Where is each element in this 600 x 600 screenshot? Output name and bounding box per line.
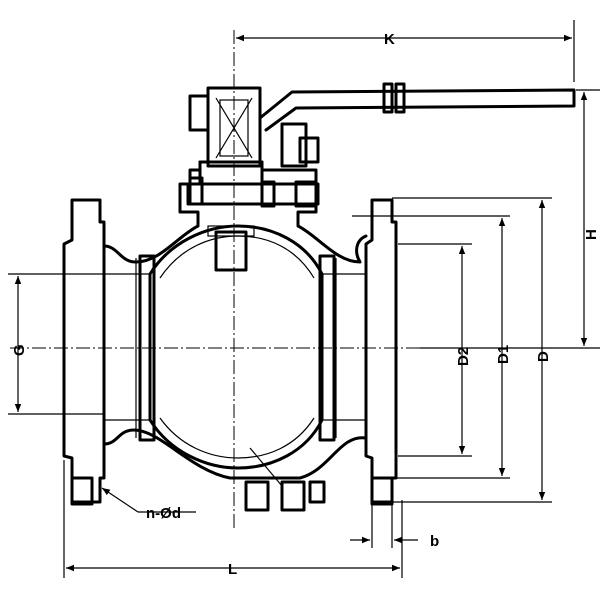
label-d1: D1 <box>495 345 512 364</box>
gland-flange <box>186 182 320 206</box>
label-g: G <box>11 344 28 356</box>
label-bolt-holes: n-Ød <box>146 505 181 522</box>
label-b: b <box>430 533 439 550</box>
label-d2: D2 <box>455 347 472 366</box>
right-flange <box>364 198 398 504</box>
label-d: D <box>535 351 552 362</box>
bolt-hole-leader <box>101 487 139 513</box>
label-h: H <box>583 229 600 240</box>
left-flange <box>62 198 106 504</box>
label-k: K <box>384 31 395 48</box>
label-l: L <box>228 561 237 578</box>
stem <box>214 230 248 272</box>
body-shell-bottom <box>102 428 368 480</box>
right-bolt <box>370 476 394 506</box>
ball <box>148 224 324 470</box>
body-shell-top <box>102 160 368 264</box>
left-bolt <box>70 476 94 506</box>
handle-lever <box>258 88 576 132</box>
valve-body <box>62 82 576 512</box>
